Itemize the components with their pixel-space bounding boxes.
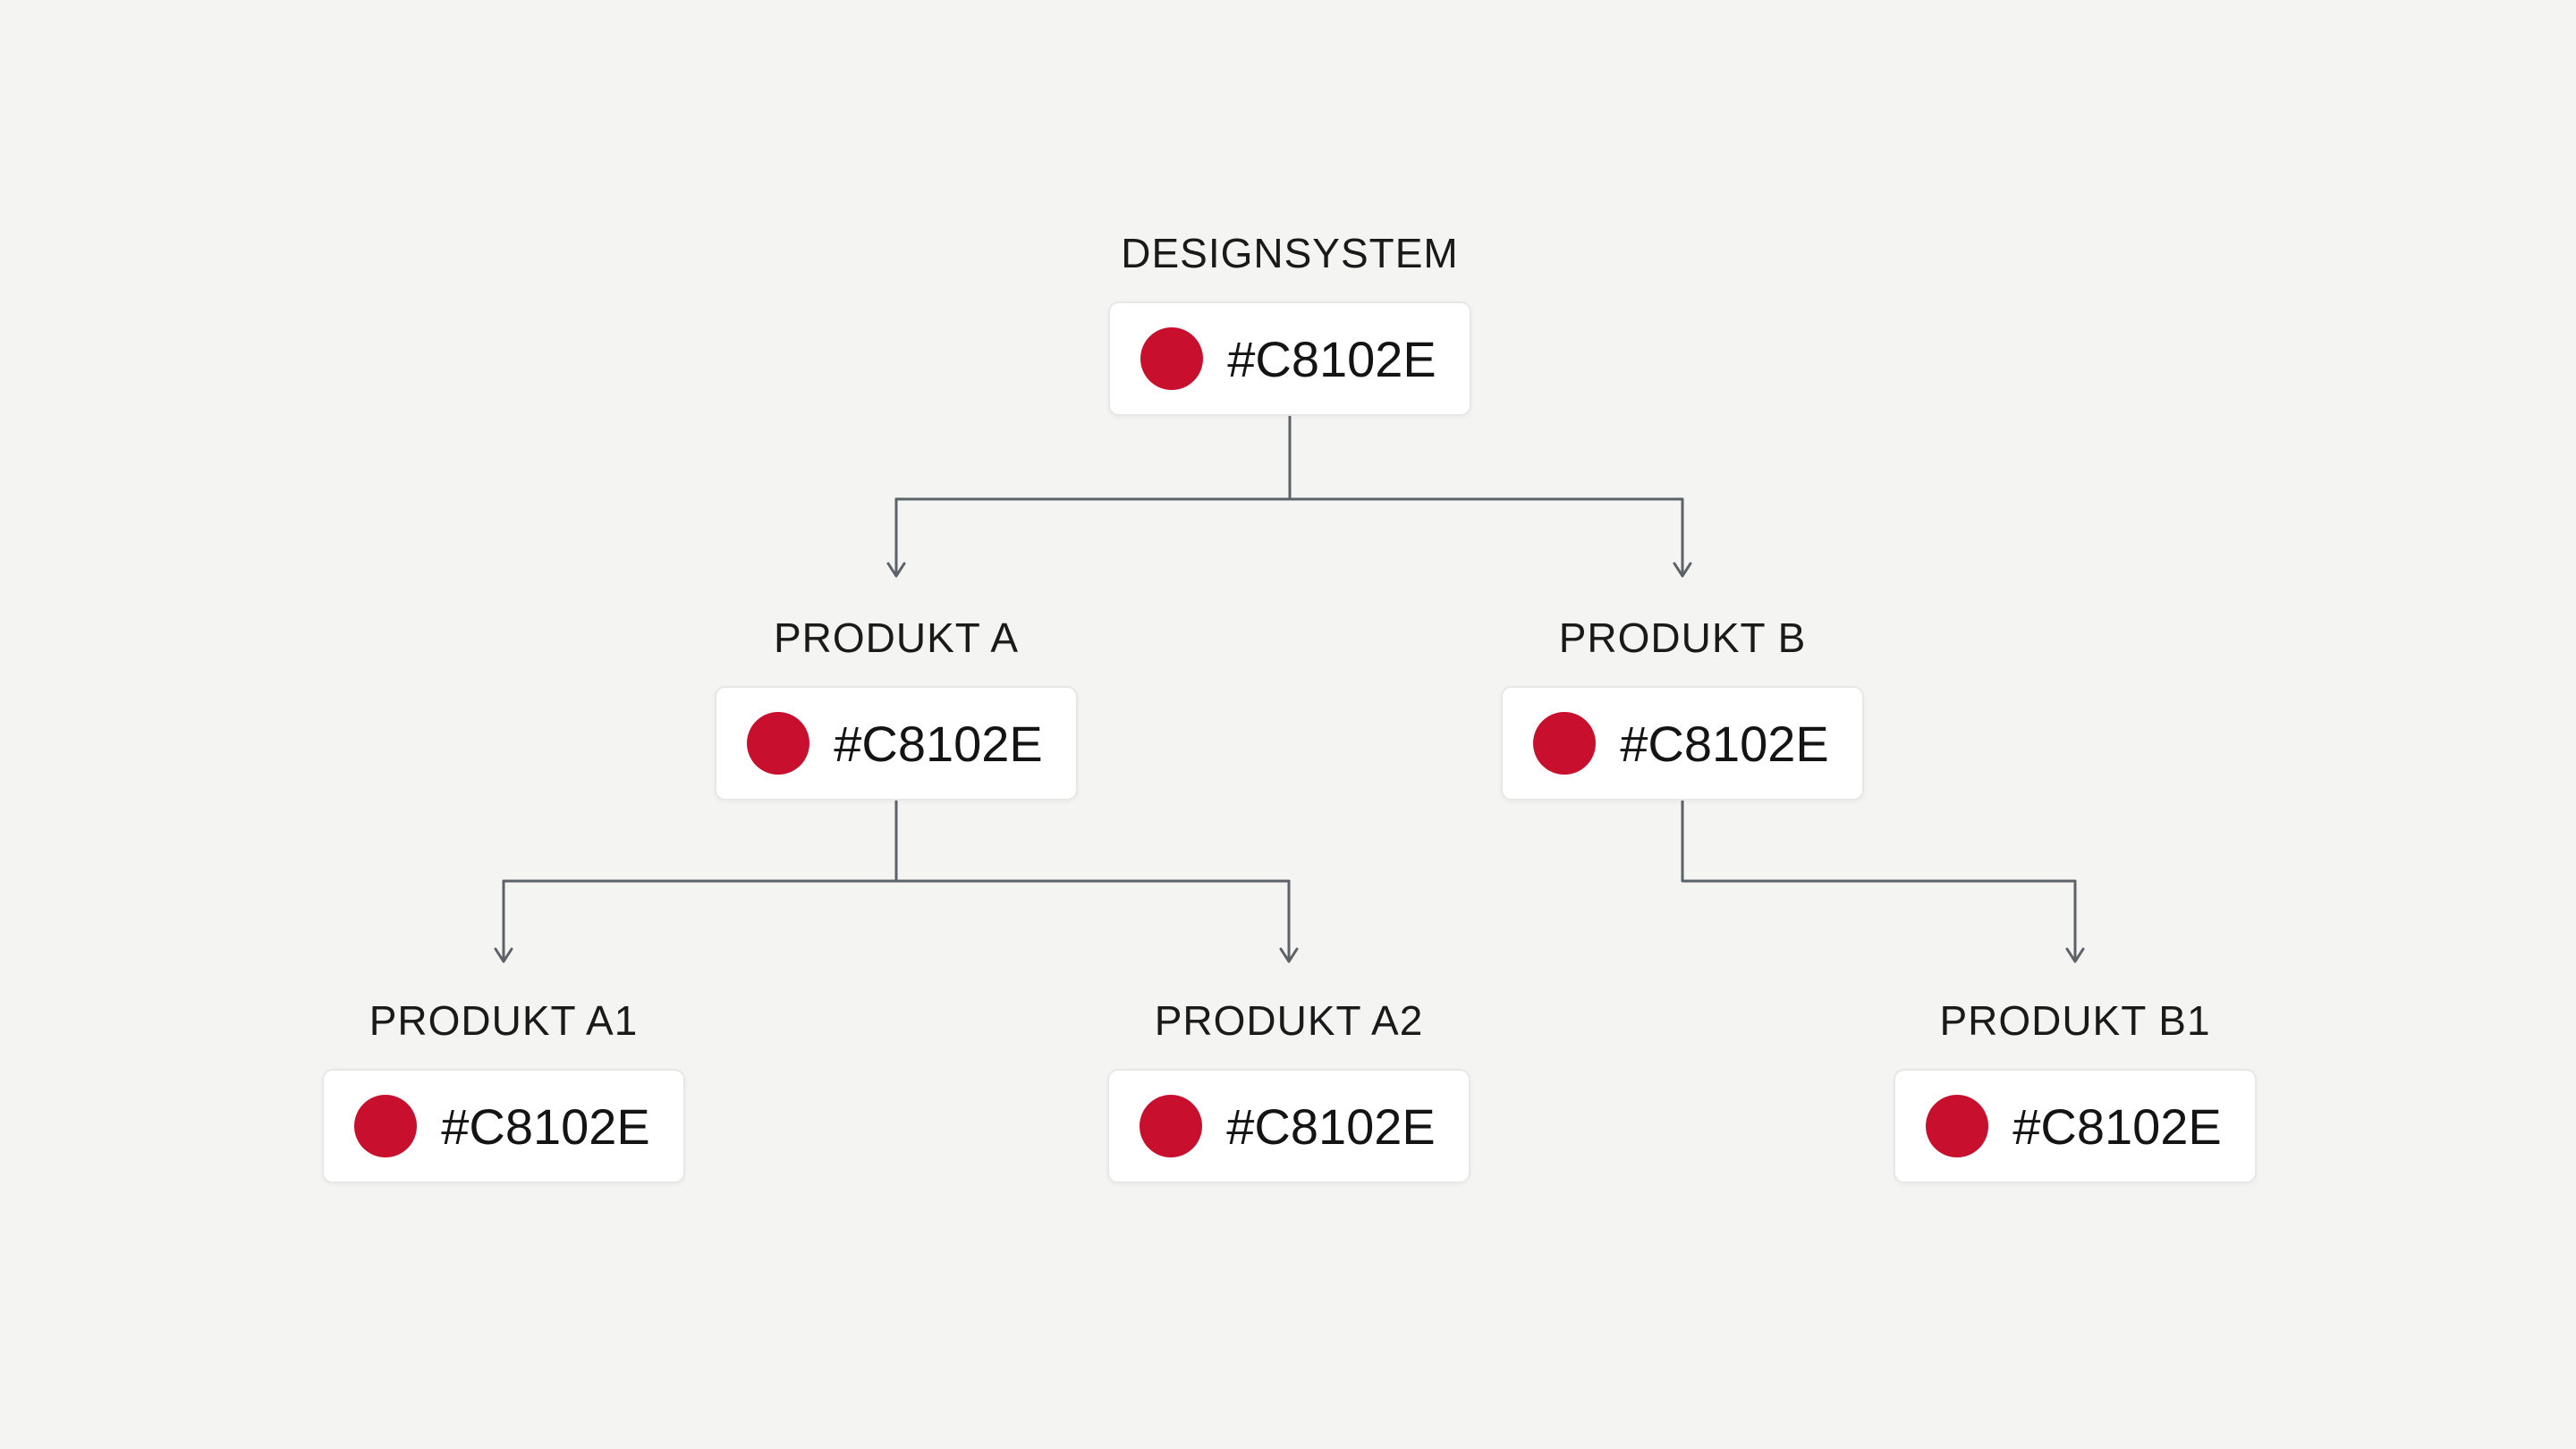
color-token-card: #C8102E [1501, 686, 1864, 801]
color-hex-value: #C8102E [441, 1097, 650, 1155]
color-swatch [1140, 1095, 1202, 1157]
color-swatch [1533, 712, 1596, 775]
color-swatch [747, 712, 809, 775]
node-label: PRODUKT A2 [1154, 997, 1424, 1044]
arrowhead-produkt-b1 [2065, 947, 2085, 963]
tree-node-produkt-a1: PRODUKT A1 #C8102E [322, 999, 685, 1183]
node-label: PRODUKT A1 [369, 997, 639, 1044]
tree-node-produkt-a: PRODUKT A #C8102E [715, 616, 1078, 801]
connector-produkt-b-to-b1 [1681, 800, 2077, 961]
node-label: PRODUKT B1 [1939, 997, 2211, 1044]
arrowhead-produkt-a2 [1279, 947, 1299, 963]
color-hex-value: #C8102E [1227, 330, 1436, 387]
color-token-card: #C8102E [715, 686, 1078, 801]
color-hex-value: #C8102E [2012, 1097, 2222, 1155]
color-swatch [1140, 327, 1203, 390]
arrowhead-produkt-b [1673, 562, 1692, 578]
color-token-card: #C8102E [1107, 1069, 1470, 1183]
color-token-card: #C8102E [322, 1069, 685, 1183]
color-hex-value: #C8102E [1620, 715, 1829, 772]
tree-node-designsystem: DESIGNSYSTEM #C8102E [1108, 232, 1471, 416]
color-token-card: #C8102E [1894, 1069, 2257, 1183]
arrowhead-produkt-a1 [494, 947, 513, 963]
color-hex-value: #C8102E [1226, 1097, 1436, 1155]
tree-node-produkt-b1: PRODUKT B1 #C8102E [1894, 999, 2257, 1183]
color-token-card: #C8102E [1108, 301, 1471, 416]
arrowhead-produkt-a [886, 562, 906, 578]
color-swatch [1926, 1095, 1988, 1157]
node-label: PRODUKT A [774, 614, 1019, 661]
tree-node-produkt-a2: PRODUKT A2 #C8102E [1107, 999, 1470, 1183]
tree-node-produkt-b: PRODUKT B #C8102E [1501, 616, 1864, 801]
node-label: DESIGNSYSTEM [1121, 230, 1459, 276]
color-hex-value: #C8102E [834, 715, 1043, 772]
color-swatch [354, 1095, 417, 1157]
node-label: PRODUKT B [1558, 614, 1807, 661]
